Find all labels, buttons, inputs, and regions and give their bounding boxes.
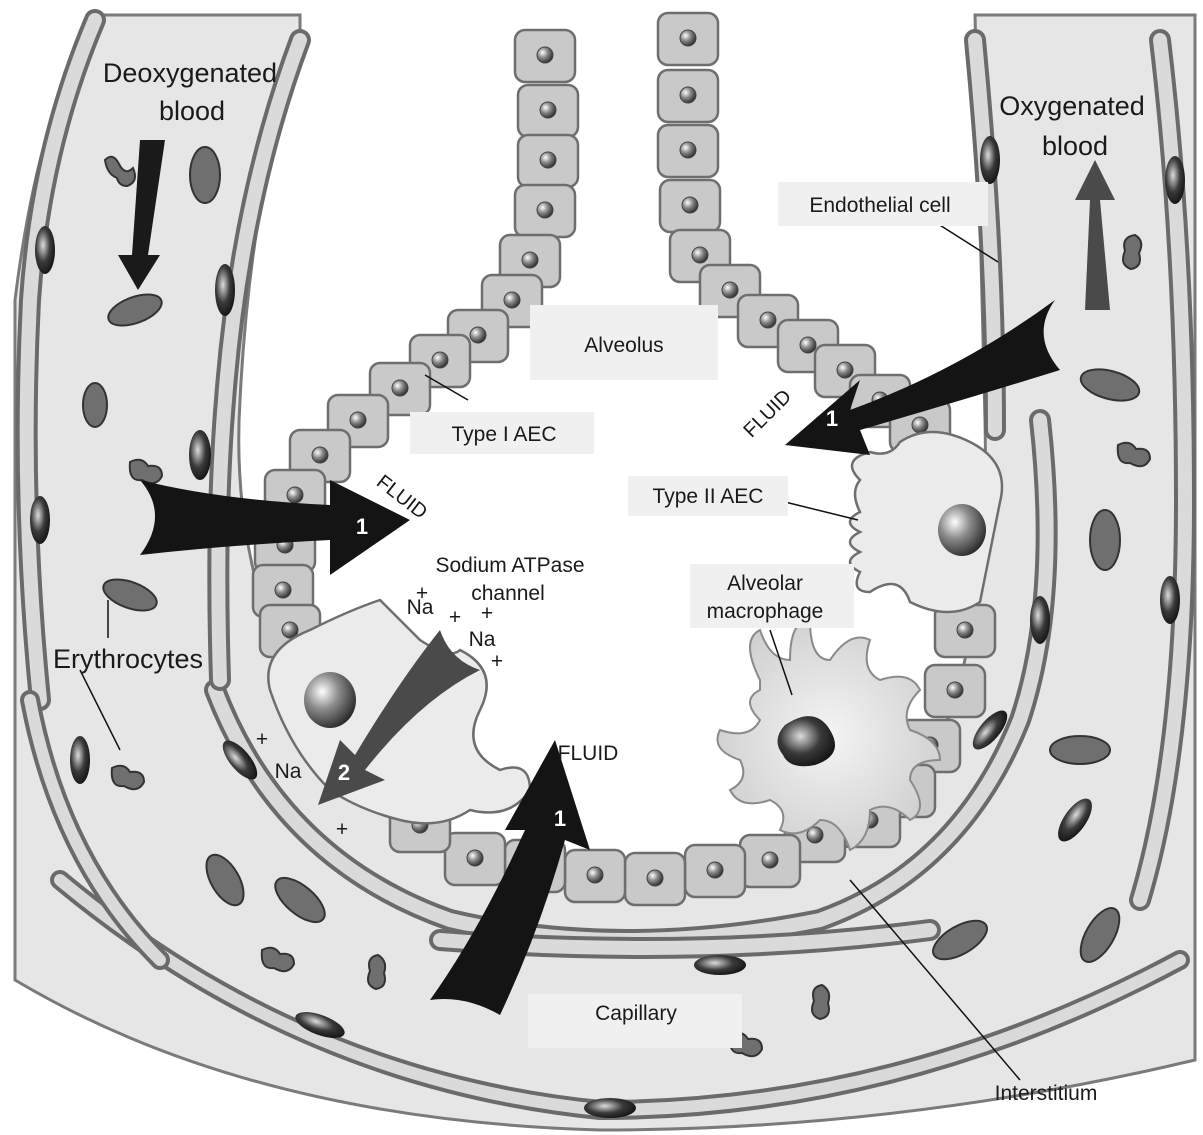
cell-nucleus [680, 87, 696, 103]
step-1-right: 1 [826, 406, 838, 431]
plus-sign: + [336, 818, 348, 841]
cell-nucleus [312, 447, 328, 463]
oxygenated-label-line2: blood [1042, 131, 1108, 161]
fluid-label-right: FLUID [740, 386, 796, 442]
cell-nucleus [504, 292, 520, 308]
alveolar-macrophage [718, 620, 941, 850]
cell-nucleus [540, 102, 556, 118]
cell-nucleus [470, 327, 486, 343]
plus-sign: + [481, 602, 493, 625]
cell-nucleus [587, 867, 603, 883]
cell-nucleus [912, 417, 928, 433]
cell-nucleus [707, 862, 723, 878]
deoxygenated-label-line2: blood [159, 96, 225, 126]
cell-nucleus [957, 622, 973, 638]
erythrocytes-label: Erythrocytes [53, 644, 203, 674]
interstitium-label: Interstitium [995, 1082, 1098, 1105]
cell-nucleus [432, 352, 448, 368]
cell-nucleus [760, 312, 776, 328]
step-2: 2 [338, 760, 350, 785]
cell-nucleus [680, 142, 696, 158]
sodium-ion-label: Na [469, 628, 496, 651]
cell-nucleus [647, 870, 663, 886]
cell-nucleus [762, 852, 778, 868]
alveolar-macrophage-label-line2: macrophage [707, 600, 824, 623]
capillary-label: Capillary [595, 1002, 677, 1025]
sodium-ion-label: Na [275, 760, 302, 783]
cell-nucleus [947, 682, 963, 698]
cell-nucleus [287, 487, 303, 503]
endothelial-cell-label: Endothelial cell [809, 194, 950, 217]
plus-sign: + [491, 650, 503, 673]
cell-nucleus [392, 380, 408, 396]
type2-aec-label: Type II AEC [653, 485, 764, 508]
cell-nucleus [680, 30, 696, 46]
cell-nucleus [692, 247, 708, 263]
type1-aec-label: Type I AEC [451, 423, 556, 446]
cell-nucleus [682, 197, 698, 213]
oxygenated-label-line1: Oxygenated [999, 91, 1145, 121]
deoxygenated-label-line1: Deoxygenated [103, 58, 277, 88]
cell-nucleus [275, 582, 291, 598]
plus-sign: + [416, 582, 428, 605]
cell-nucleus [350, 412, 366, 428]
alveolus-label: Alveolus [584, 334, 663, 357]
cell-nucleus [522, 252, 538, 268]
cell-nucleus [537, 202, 553, 218]
type-ii-aec-cell [850, 432, 1002, 612]
plus-sign: + [449, 606, 461, 629]
cell-nucleus [837, 362, 853, 378]
step-1-bottom: 1 [554, 806, 566, 831]
cell-nucleus [540, 152, 556, 168]
fluid-label-bottom: FLUID [558, 742, 619, 765]
cell-nucleus [800, 337, 816, 353]
cell-nucleus [467, 850, 483, 866]
cell-nucleus [722, 282, 738, 298]
sodium-atpase-label-line1: Sodium ATPase [435, 554, 584, 577]
plus-sign: + [256, 728, 268, 751]
step-1-left: 1 [356, 514, 368, 539]
cell-nucleus [537, 47, 553, 63]
alveolar-macrophage-label-line1: Alveolar [727, 572, 803, 595]
